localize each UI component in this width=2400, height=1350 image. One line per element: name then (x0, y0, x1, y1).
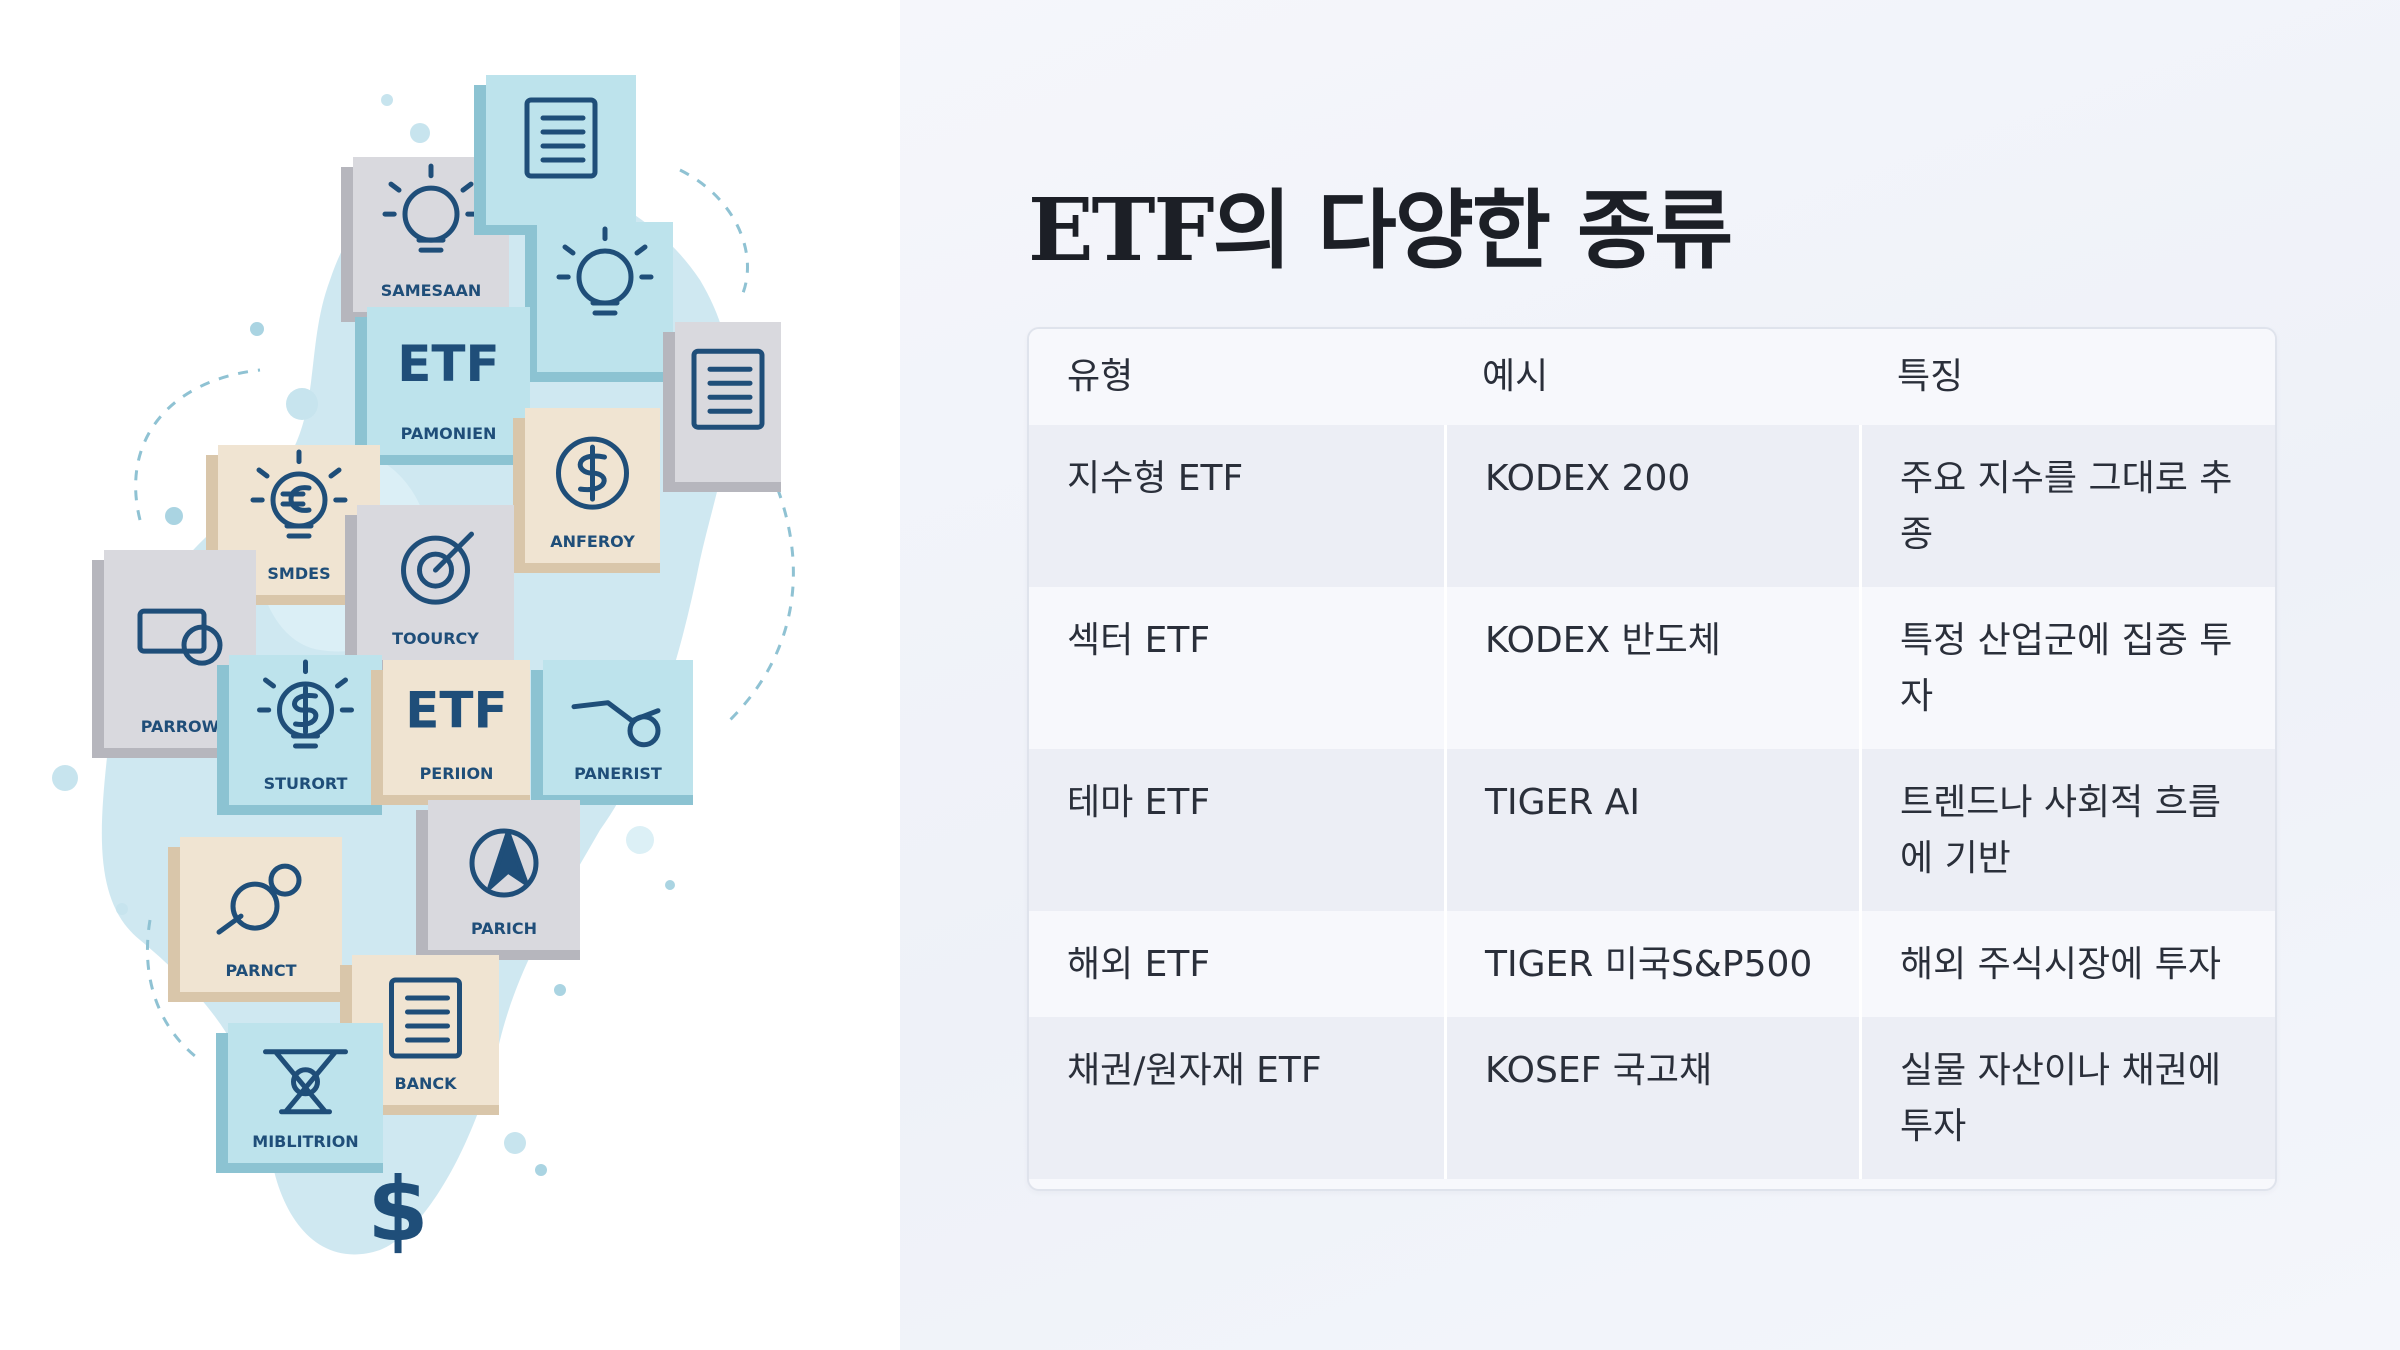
decor-dot (381, 94, 393, 106)
hand-coin-icon (216, 863, 302, 935)
clipboard-icon (389, 977, 462, 1059)
tile-label: PARICH (471, 919, 537, 938)
table-row: 지수형 ETF KODEX 200 주요 지수를 그대로 추종 (1029, 425, 2275, 587)
tile-label: MIBLITRION (252, 1132, 358, 1151)
dollar-lightbulb-icon (257, 659, 354, 749)
dollar-document-icon (524, 97, 598, 179)
decor-dot (116, 903, 128, 915)
cell-type: 섹터 ETF (1067, 620, 1211, 661)
target-icon (401, 531, 474, 605)
cell-feature: 트렌드나 사회적 흐름에 기반 (1859, 749, 2274, 911)
decor-dot (410, 123, 430, 143)
dashed-curve (679, 168, 749, 301)
cell-feature: 특정 산업군에 집중 투자 (1859, 587, 2274, 749)
dashed-curve (145, 919, 201, 1062)
header-cell-feature: 특징 (1897, 356, 1964, 397)
cell-example: KODEX 반도체 (1444, 587, 1859, 749)
decor-dot (626, 826, 654, 854)
tile-label: PARNCT (225, 961, 296, 980)
dollar-symbol: $ (367, 1158, 428, 1261)
etf-tile: STURORT (217, 655, 382, 815)
etf-tile: PARNCT (168, 837, 342, 1002)
tile-label: PANERIST (574, 764, 662, 783)
header-cell-type: 유형 (1067, 356, 1134, 397)
tile-label: ANFEROY (550, 532, 635, 551)
table-row: 테마 ETF TIGER AI 트렌드나 사회적 흐름에 기반 (1029, 749, 2275, 911)
etf-text-label: ETF (405, 682, 507, 740)
document-list-icon (691, 348, 765, 430)
cell-type: 채권/원자재 ETF (1067, 1050, 1322, 1091)
etf-tile (474, 75, 636, 235)
table-row: 채권/원자재 ETF KOSEF 국고채 실물 자산이나 채권에 투자 (1029, 1017, 2275, 1179)
decor-dot (535, 1164, 547, 1176)
etf-tile (663, 322, 781, 492)
cell-example: TIGER 미국S&P500 (1444, 911, 1859, 1017)
tile-label: PARROW (141, 717, 220, 736)
etf-types-table: 유형 예시 특징 지수형 ETF KODEX 200 주요 지수를 그대로 추종… (1027, 327, 2277, 1191)
tile-label: BANCK (394, 1074, 457, 1093)
scale-icon (263, 1049, 348, 1115)
cell-feature: 실물 자산이나 채권에 투자 (1859, 1017, 2274, 1179)
decor-dot (554, 984, 566, 996)
tile-label: PERIION (420, 764, 494, 783)
euro-lightbulb-icon (250, 449, 348, 539)
table-header-row: 유형 예시 특징 (1029, 329, 2275, 425)
money-exchange-icon (137, 608, 223, 666)
cell-feature: 해외 주식시장에 투자 (1859, 911, 2274, 1017)
etf-blocks-illustration: SAMESAAN ETF PAMONIEN SMDES ANFEROY TOOURCY PA… (52, 75, 795, 1261)
decor-dot (504, 1132, 526, 1154)
dollar-coin-icon (556, 436, 629, 510)
dashed-curve (134, 368, 261, 521)
tile-label: SMDES (267, 564, 330, 583)
handshake-icon (571, 700, 661, 748)
tile-label: STURORT (264, 774, 348, 793)
lightbulb-icon (556, 226, 654, 316)
cell-type: 지수형 ETF (1067, 458, 1244, 499)
etf-tile: ETF PERIION (371, 660, 530, 805)
page-title: ETF의 다양한 종류 (1028, 180, 1733, 281)
etf-tile: TOOURCY (345, 505, 514, 670)
etf-tile (525, 222, 673, 382)
decor-dot (665, 880, 675, 890)
tile-label: SAMESAAN (381, 281, 481, 300)
cell-type: 해외 ETF (1067, 944, 1211, 985)
etf-text-label: ETF (397, 335, 499, 393)
dashed-curve (728, 469, 795, 722)
cell-example: KOSEF 국고채 (1444, 1017, 1859, 1179)
etf-tile: ETF PAMONIEN (355, 307, 530, 465)
arrow-up-icon (469, 828, 539, 898)
cell-feature: 주요 지수를 그대로 추종 (1859, 425, 2274, 587)
cell-type: 테마 ETF (1067, 782, 1211, 823)
table-row: 섹터 ETF KODEX 반도체 특정 산업군에 집중 투자 (1029, 587, 2275, 749)
decor-dot (250, 322, 264, 336)
header-cell-example: 예시 (1482, 356, 1549, 397)
decor-dot (52, 765, 78, 791)
etf-tile: PANERIST (531, 660, 693, 805)
etf-tile: PARICH (416, 800, 580, 960)
table-row: 해외 ETF TIGER 미국S&P500 해외 주식시장에 투자 (1029, 911, 2275, 1017)
decor-dot (286, 388, 318, 420)
tile-label: TOOURCY (392, 629, 479, 648)
cell-example: KODEX 200 (1444, 425, 1859, 587)
illustration-panel: SAMESAAN ETF PAMONIEN SMDES ANFEROY TOOURCY PA… (0, 0, 900, 1350)
cell-example: TIGER AI (1444, 749, 1859, 911)
tile-label: PAMONIEN (401, 424, 497, 443)
decor-dot (165, 507, 183, 525)
etf-tile: ANFEROY (513, 408, 660, 573)
etf-tile: MIBLITRION (216, 1023, 383, 1173)
